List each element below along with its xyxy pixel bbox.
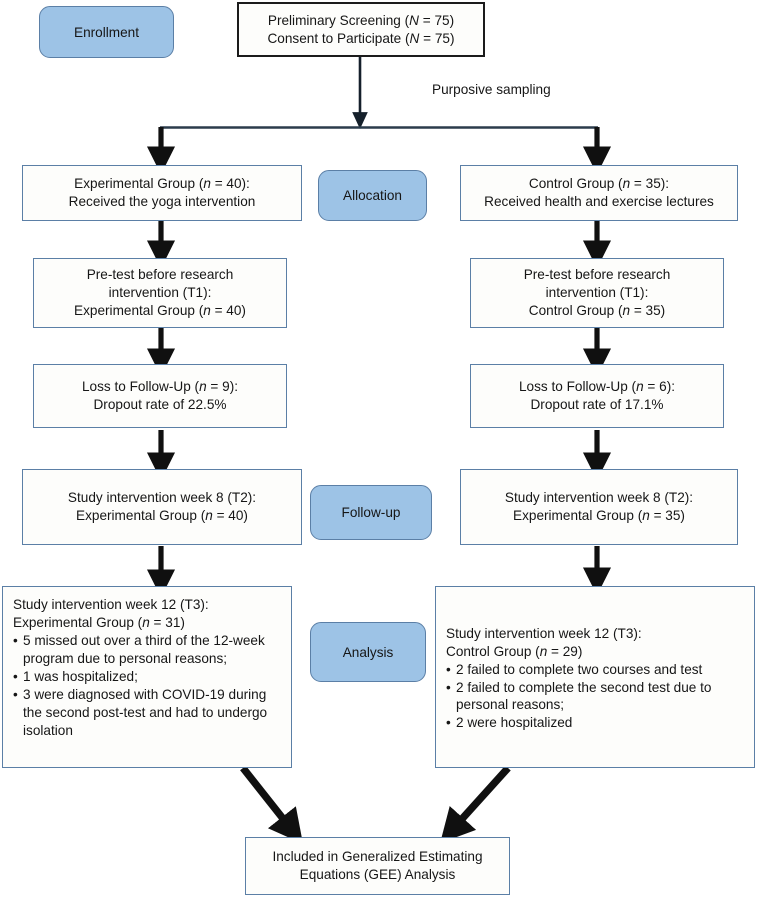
node-control-allocation-text: Control Group (n = 35): Received health … [484, 175, 714, 211]
node-experimental-week8[interactable]: Study intervention week 8 (T2): Experime… [22, 469, 302, 545]
connector-exp-week12-to-gee [240, 765, 304, 844]
node-experimental-week8-line1: Study intervention week 8 (T2): [67, 490, 257, 506]
node-control-week12-line1: Study intervention week 12 (T3): [446, 625, 642, 641]
node-control-week8-line2: Experimental Group (n = 35) [513, 508, 685, 523]
node-experimental-week8-text: Study intervention week 8 (T2): Experime… [68, 489, 256, 525]
node-control-week12-bullets: 2 failed to complete two courses and tes… [446, 661, 746, 733]
node-control-loss-line1: Loss to Follow-Up (n = 6): [518, 379, 675, 395]
node-control-pretest-line3: Control Group (n = 35) [528, 302, 666, 318]
node-experimental-pretest-line2: intervention (T1): [108, 285, 212, 301]
stage-label-followup-text: Follow-up [341, 505, 401, 520]
list-item: 3 were diagnosed with COVID-19 during th… [13, 686, 283, 740]
stage-label-enrollment[interactable]: Enrollment [39, 6, 174, 58]
node-experimental-week12[interactable]: Study intervention week 12 (T3): Experim… [2, 586, 292, 768]
node-control-week12[interactable]: Study intervention week 12 (T3): Control… [435, 586, 755, 768]
node-experimental-pretest-text: Pre-test before research intervention (T… [74, 266, 246, 320]
node-control-week12-line2: Control Group (n = 29) [446, 643, 583, 659]
list-item: 1 was hospitalized; [13, 668, 283, 686]
stage-label-allocation[interactable]: Allocation [318, 170, 427, 221]
stage-label-analysis-text: Analysis [342, 644, 394, 660]
node-experimental-week12-line2: Experimental Group (n = 31) [13, 614, 185, 630]
node-control-week8-text: Study intervention week 8 (T2): Experime… [505, 489, 693, 525]
node-gee-analysis-line2: Equations (GEE) Analysis [299, 867, 456, 882]
node-experimental-week12-line1: Study intervention week 12 (T3): [13, 597, 209, 612]
stage-label-enrollment-text: Enrollment [74, 24, 139, 40]
node-control-week8[interactable]: Study intervention week 8 (T2): Experime… [460, 469, 738, 545]
list-item: 5 missed out over a third of the 12-week… [13, 632, 283, 668]
node-control-week12-text: Study intervention week 12 (T3): Control… [446, 625, 746, 733]
stage-label-allocation-text: Allocation [343, 188, 402, 203]
node-screening-line1: Preliminary Screening (N = 75) [267, 12, 455, 28]
connector-ctl-week12-to-gee [440, 765, 511, 844]
node-gee-analysis[interactable]: Included in Generalized Estimating Equat… [245, 837, 510, 895]
node-experimental-loss-text: Loss to Follow-Up (n = 9): Dropout rate … [82, 378, 238, 414]
node-experimental-allocation-text: Experimental Group (n = 40): Received th… [69, 175, 256, 211]
node-experimental-loss-line1: Loss to Follow-Up (n = 9): [81, 379, 238, 395]
node-control-loss-line2: Dropout rate of 17.1% [530, 397, 664, 412]
node-control-allocation-line2: Received health and exercise lectures [484, 194, 714, 209]
node-experimental-week12-text: Study intervention week 12 (T3): Experim… [13, 596, 283, 740]
stage-label-analysis[interactable]: Analysis [310, 622, 426, 682]
node-screening[interactable]: Preliminary Screening (N = 75) Consent t… [237, 2, 485, 57]
connector-label-purposive-sampling: Purposive sampling [432, 82, 551, 97]
node-control-week8-line1: Study intervention week 8 (T2): [504, 490, 694, 506]
node-control-allocation[interactable]: Control Group (n = 35): Received health … [460, 165, 738, 221]
stage-label-followup[interactable]: Follow-up [310, 485, 432, 540]
node-screening-line2: Consent to Participate (N = 75) [267, 30, 455, 46]
node-experimental-allocation[interactable]: Experimental Group (n = 40): Received th… [22, 165, 302, 221]
node-experimental-pretest-line3: Experimental Group (n = 40) [74, 302, 246, 318]
node-experimental-loss-line2: Dropout rate of 22.5% [93, 397, 227, 412]
node-experimental-allocation-line1: Experimental Group (n = 40): [74, 176, 250, 192]
list-item: 2 failed to complete the second test due… [446, 679, 746, 715]
node-experimental-allocation-line2: Received the yoga intervention [68, 194, 256, 209]
node-gee-analysis-text: Included in Generalized Estimating Equat… [272, 848, 482, 884]
node-control-pretest-text: Pre-test before research intervention (T… [524, 266, 671, 320]
node-control-pretest[interactable]: Pre-test before research intervention (T… [470, 258, 724, 328]
node-gee-analysis-line1: Included in Generalized Estimating [272, 849, 483, 865]
node-experimental-week12-bullets: 5 missed out over a third of the 12-week… [13, 632, 283, 740]
node-control-loss-text: Loss to Follow-Up (n = 6): Dropout rate … [519, 378, 675, 414]
node-control-pretest-line2: intervention (T1): [545, 285, 649, 301]
node-experimental-loss[interactable]: Loss to Follow-Up (n = 9): Dropout rate … [33, 364, 287, 428]
list-item: 2 failed to complete two courses and tes… [446, 661, 746, 679]
node-experimental-pretest-line1: Pre-test before research [86, 267, 234, 283]
node-screening-text: Preliminary Screening (N = 75) Consent t… [267, 12, 454, 48]
node-experimental-week8-line2: Experimental Group (n = 40) [76, 508, 248, 523]
node-experimental-pretest[interactable]: Pre-test before research intervention (T… [33, 258, 287, 328]
connector-label-purposive-sampling-text: Purposive sampling [432, 82, 551, 97]
node-control-pretest-line1: Pre-test before research [523, 267, 671, 283]
node-control-allocation-line1: Control Group (n = 35): [528, 176, 670, 192]
node-control-loss[interactable]: Loss to Follow-Up (n = 6): Dropout rate … [470, 364, 724, 428]
list-item: 2 were hospitalized [446, 714, 746, 732]
